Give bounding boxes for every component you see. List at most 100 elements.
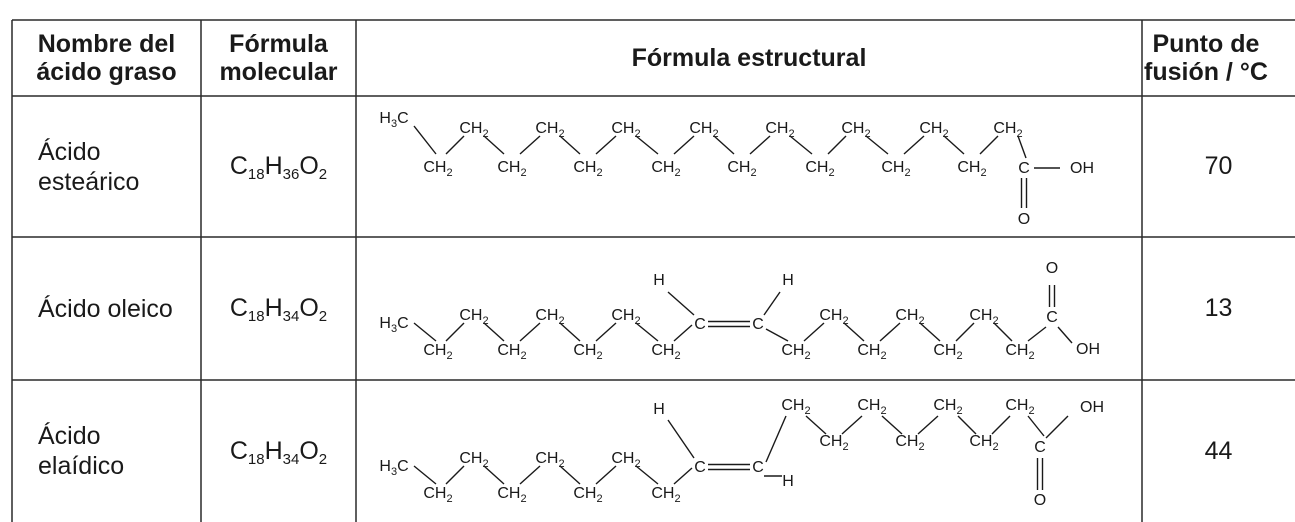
- row-formula-elaidic: C18H34O2: [229, 436, 328, 468]
- bond-line: [993, 322, 1013, 342]
- methylene-group: CH2: [895, 433, 924, 453]
- methylene-group: CH2: [423, 342, 452, 362]
- bond-line: [483, 465, 505, 485]
- methylene-group: CH2: [689, 120, 718, 140]
- methylene-group: CH2: [611, 307, 640, 327]
- hydrogen-atom: H: [782, 473, 794, 490]
- bond-line: [749, 135, 771, 155]
- bond-line: [865, 135, 889, 155]
- methylene-group: CH2: [1005, 342, 1034, 362]
- bond-line: [803, 322, 825, 342]
- methylene-group: CH2: [969, 307, 998, 327]
- bond-line: [843, 322, 865, 342]
- row-melting-stearic: 70: [1204, 152, 1233, 180]
- bond-line: [519, 135, 541, 155]
- bond-line: [943, 135, 965, 155]
- methylene-group: CH2: [857, 342, 886, 362]
- bond-line: [413, 125, 437, 155]
- bond-line: [667, 291, 695, 316]
- carbonyl-oxygen: O: [1046, 260, 1058, 277]
- methylene-group: CH2: [497, 485, 526, 505]
- bond-line: [595, 465, 617, 485]
- bond-line: [673, 135, 695, 155]
- methylene-group: CH2: [881, 159, 910, 179]
- bond-line: [445, 322, 465, 342]
- methylene-group: CH2: [819, 307, 848, 327]
- alkene-carbon: C: [694, 316, 706, 333]
- methylene-group: CH2: [573, 159, 602, 179]
- bond-line: [635, 322, 659, 342]
- methylene-group: CH2: [957, 159, 986, 179]
- alkene-carbon: C: [752, 459, 764, 476]
- methylene-group: CH2: [459, 307, 488, 327]
- row-melting-oleic: 13: [1204, 294, 1233, 322]
- row-name-oleic: Ácido oleico: [38, 294, 173, 323]
- bond-line: [673, 324, 693, 342]
- bond-line: [595, 135, 617, 155]
- bond-line: [519, 322, 541, 342]
- bond-line: [667, 419, 695, 459]
- bond-line: [763, 291, 781, 316]
- methylene-group: CH2: [841, 120, 870, 140]
- bond-line: [559, 135, 581, 155]
- bond-line: [1027, 326, 1047, 342]
- methylene-group: CH2: [459, 120, 488, 140]
- bond-line: [445, 135, 465, 155]
- header-structure: Fórmula estructural: [631, 44, 867, 72]
- methylene-group: CH2: [765, 120, 794, 140]
- methylene-group: CH2: [781, 397, 810, 417]
- bond-line: [445, 465, 465, 485]
- bond-line: [827, 135, 847, 155]
- bond-line: [483, 135, 505, 155]
- bond-line: [955, 322, 975, 342]
- methylene-group: CH2: [459, 450, 488, 470]
- methyl-group: H3C: [379, 458, 408, 478]
- methylene-group: CH2: [573, 342, 602, 362]
- bond-line: [765, 415, 787, 463]
- bond-line: [1045, 415, 1069, 439]
- bond-line: [1027, 415, 1045, 437]
- methylene-group: CH2: [535, 450, 564, 470]
- methylene-group: CH2: [933, 342, 962, 362]
- hydroxyl-group: OH: [1070, 160, 1094, 177]
- bond-line: [559, 465, 581, 485]
- row-formula-stearic: C18H36O2: [229, 152, 328, 183]
- methylene-group: CH2: [969, 433, 998, 453]
- bond-line: [1017, 135, 1027, 159]
- bond-line: [635, 135, 659, 155]
- methylene-group: CH2: [423, 159, 452, 179]
- bond-line: [789, 135, 813, 155]
- bond-line: [917, 415, 939, 435]
- methylene-group: CH2: [611, 120, 640, 140]
- methylene-group: CH2: [573, 485, 602, 505]
- row-formula-oleic: C18H34O2: [229, 294, 328, 325]
- methylene-group: CH2: [1005, 397, 1034, 417]
- methylene-group: CH2: [497, 159, 526, 179]
- bond-line: [559, 322, 581, 342]
- methylene-group: CH2: [895, 307, 924, 327]
- methylene-group: CH2: [933, 397, 962, 417]
- methyl-group: H3C: [379, 110, 408, 130]
- methylene-group: CH2: [781, 342, 810, 362]
- methyl-group: H3C: [379, 315, 408, 335]
- bond-line: [903, 135, 925, 155]
- bond-line: [991, 415, 1011, 435]
- carbonyl-oxygen: O: [1018, 211, 1030, 228]
- carboxyl-carbon: C: [1018, 160, 1030, 177]
- bond-line: [713, 135, 735, 155]
- bond-line: [519, 465, 541, 485]
- hydrogen-atom: H: [653, 401, 665, 418]
- methylene-group: CH2: [497, 342, 526, 362]
- bond-line: [841, 415, 863, 435]
- methylene-group: CH2: [727, 159, 756, 179]
- bond-line: [919, 322, 941, 342]
- bond-line: [979, 135, 999, 155]
